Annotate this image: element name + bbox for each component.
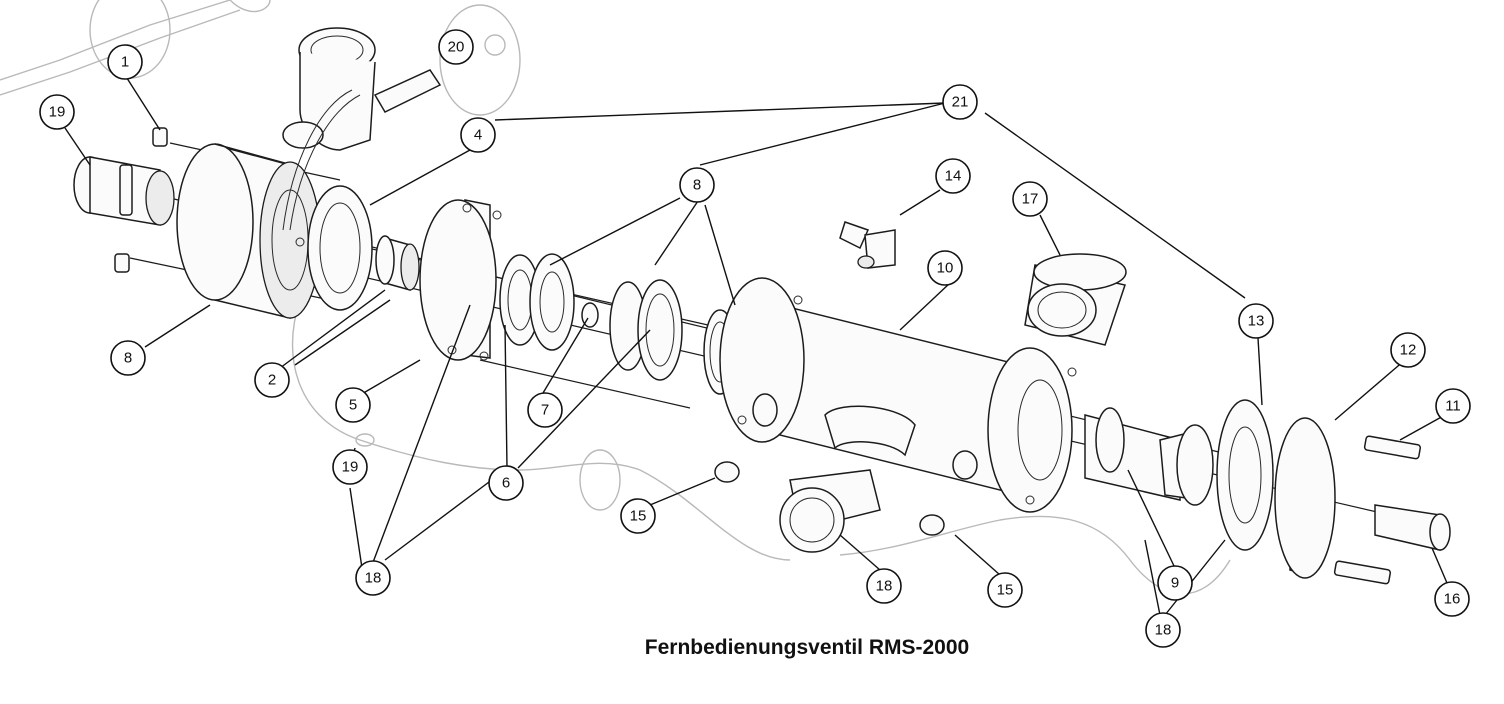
callout-15-left: 15 <box>620 498 656 534</box>
svg-text:13: 13 <box>1248 313 1265 330</box>
callout-12: 12 <box>1390 332 1426 368</box>
callout-8-top: 8 <box>679 167 715 203</box>
svg-text:18: 18 <box>876 578 893 595</box>
hose-line <box>282 89 361 231</box>
callout-10: 10 <box>927 250 963 286</box>
svg-text:1: 1 <box>121 54 129 71</box>
callout-18-right: 18 <box>1145 612 1181 648</box>
callout-21: 21 <box>942 84 978 120</box>
svg-text:7: 7 <box>541 402 549 419</box>
svg-text:11: 11 <box>1445 398 1461 415</box>
part-5-flange <box>419 199 502 361</box>
part-9-plug <box>1084 407 1214 506</box>
part-16-coupling <box>1374 504 1451 551</box>
svg-text:10: 10 <box>937 260 954 277</box>
callout-18-center: 18 <box>866 568 902 604</box>
svg-text:8: 8 <box>693 177 701 194</box>
part-13-gasket <box>1216 399 1274 551</box>
part-12-cover <box>1274 417 1336 579</box>
part-15-nipples <box>714 461 945 536</box>
part-19-coupling <box>73 156 175 226</box>
part-10-main-body <box>719 277 1077 513</box>
part-17-fitting <box>1024 253 1127 346</box>
part-20-elbow <box>282 27 442 151</box>
callout-19-top: 19 <box>39 94 75 130</box>
callout-20: 20 <box>438 29 474 65</box>
svg-text:8: 8 <box>124 350 132 367</box>
callout-19-bottom: 19 <box>332 449 368 485</box>
svg-text:4: 4 <box>474 127 482 144</box>
svg-text:18: 18 <box>1155 622 1172 639</box>
svg-text:14: 14 <box>945 168 962 185</box>
svg-text:15: 15 <box>630 508 647 525</box>
callout-2: 2 <box>254 362 290 398</box>
callout-14: 14 <box>935 158 971 194</box>
svg-text:6: 6 <box>502 475 510 492</box>
svg-text:17: 17 <box>1022 191 1039 208</box>
callout-15-right: 15 <box>987 572 1023 608</box>
callout-13: 13 <box>1238 303 1274 339</box>
svg-text:12: 12 <box>1400 342 1417 359</box>
svg-text:5: 5 <box>349 397 357 414</box>
svg-text:2: 2 <box>268 372 276 389</box>
svg-text:18: 18 <box>365 570 382 587</box>
leader-lines <box>64 74 1451 616</box>
callout-7: 7 <box>527 392 563 428</box>
svg-text:15: 15 <box>997 582 1014 599</box>
part-4-ring <box>307 185 373 311</box>
part-11-bolts <box>1333 435 1422 585</box>
svg-text:20: 20 <box>448 39 465 56</box>
callout-8-left: 8 <box>110 340 146 376</box>
callout-11: 11 <box>1435 388 1471 424</box>
part-14-valve <box>839 221 896 269</box>
background-assembly-ghost <box>0 0 1231 595</box>
callout-1: 1 <box>107 44 143 80</box>
svg-text:9: 9 <box>1171 575 1179 592</box>
svg-text:21: 21 <box>952 94 969 111</box>
svg-text:19: 19 <box>49 104 66 121</box>
svg-text:16: 16 <box>1444 591 1461 608</box>
diagram-title: Fernbedienungsventil RMS-2000 <box>644 636 970 659</box>
part-18-fitting <box>779 469 881 553</box>
part-8-cylinder <box>176 143 321 319</box>
callout-4: 4 <box>460 117 496 153</box>
callout-16: 16 <box>1434 581 1470 617</box>
part-1-bolts <box>114 127 168 273</box>
callout-18-left: 18 <box>355 560 391 596</box>
callout-17: 17 <box>1012 181 1048 217</box>
callout-9: 9 <box>1157 565 1193 601</box>
callout-6: 6 <box>488 465 524 501</box>
part-2-sleeve <box>375 235 420 291</box>
callout-5: 5 <box>335 387 371 423</box>
svg-text:19: 19 <box>342 459 359 476</box>
